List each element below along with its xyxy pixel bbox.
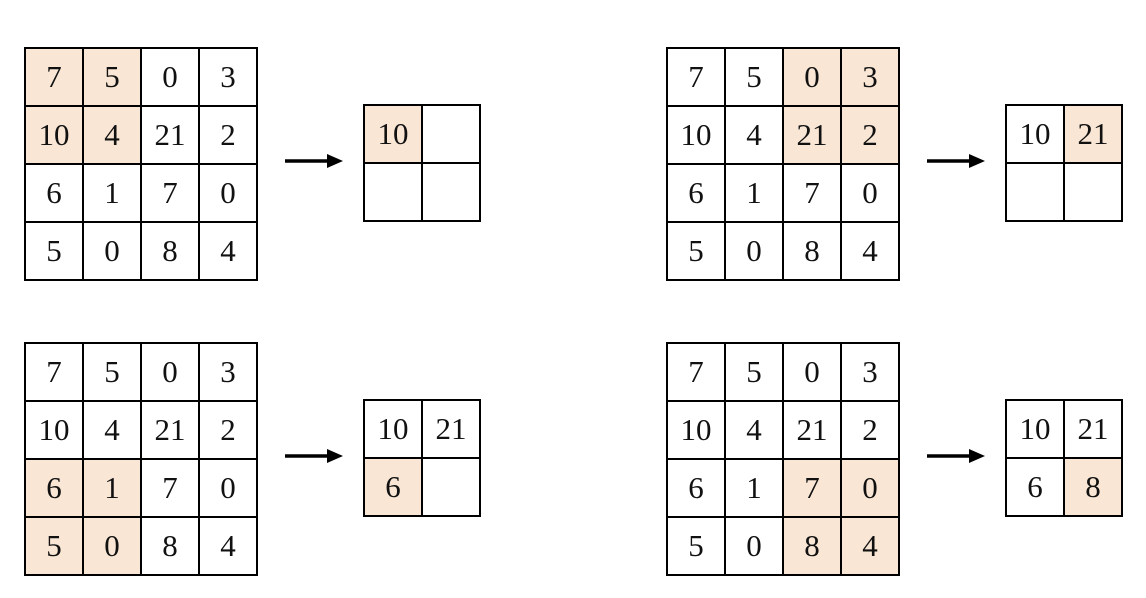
output-cell: 10 [365,106,423,164]
input-cell: 6 [26,165,84,223]
output-cell: 10 [1007,106,1065,164]
input-cell: 7 [26,344,84,402]
output-cell [1065,164,1123,222]
input-cell: 10 [668,402,726,460]
input-cell: 0 [200,460,258,518]
input-cell: 5 [726,344,784,402]
input-cell: 5 [26,518,84,576]
output-cell: 6 [365,459,423,517]
input-cell: 0 [142,49,200,107]
input-cell: 7 [668,49,726,107]
input-cell: 3 [842,344,900,402]
input-cell: 10 [26,107,84,165]
input-cell: 21 [784,402,842,460]
input-cell: 4 [200,223,258,281]
input-cell: 0 [84,223,142,281]
input-cell: 2 [200,107,258,165]
input-cell: 4 [726,107,784,165]
input-cell: 21 [784,107,842,165]
output-cell: 6 [1007,459,1065,517]
input-cell: 2 [842,402,900,460]
input-cell: 0 [726,223,784,281]
input-cell: 1 [726,165,784,223]
input-cell: 1 [84,165,142,223]
input-cell: 7 [784,165,842,223]
input-cell: 4 [726,402,784,460]
input-cell: 5 [726,49,784,107]
input-cell: 10 [668,107,726,165]
input-cell: 0 [842,460,900,518]
input-cell: 4 [84,402,142,460]
input-cell: 0 [784,49,842,107]
input-cell: 1 [84,460,142,518]
output-cell [423,106,481,164]
input-matrix: 7 5 0 3 10 4 21 2 6 1 7 0 5 0 8 4 [24,342,258,576]
input-cell: 4 [842,223,900,281]
input-cell: 7 [668,344,726,402]
pooling-step-3: 7 5 0 3 10 4 21 2 6 1 7 0 5 0 8 4 10 21 … [24,342,484,578]
pooling-step-2: 7 5 0 3 10 4 21 2 6 1 7 0 5 0 8 4 10 21 [666,47,1126,283]
output-cell [423,459,481,517]
input-cell: 0 [142,344,200,402]
input-cell: 7 [142,165,200,223]
input-cell: 3 [842,49,900,107]
input-cell: 6 [668,460,726,518]
input-cell: 2 [842,107,900,165]
input-cell: 3 [200,344,258,402]
input-cell: 6 [26,460,84,518]
pooling-step-4: 7 5 0 3 10 4 21 2 6 1 7 0 5 0 8 4 10 21 … [666,342,1126,578]
input-cell: 0 [84,518,142,576]
output-cell: 21 [1065,401,1123,459]
output-matrix: 10 21 [1005,104,1123,222]
input-cell: 8 [142,518,200,576]
input-cell: 21 [142,402,200,460]
input-cell: 7 [142,460,200,518]
output-matrix: 10 [363,104,481,222]
input-cell: 8 [784,223,842,281]
input-matrix: 7 5 0 3 10 4 21 2 6 1 7 0 5 0 8 4 [24,47,258,281]
input-cell: 0 [726,518,784,576]
input-cell: 5 [84,49,142,107]
output-cell [1007,164,1065,222]
input-cell: 5 [84,344,142,402]
input-cell: 4 [200,518,258,576]
right-arrow-icon [285,449,343,463]
input-cell: 1 [726,460,784,518]
right-arrow-icon [927,449,985,463]
output-matrix: 10 21 6 8 [1005,399,1123,517]
right-arrow-icon [285,154,343,168]
output-cell: 8 [1065,459,1123,517]
output-matrix: 10 21 6 [363,399,481,517]
input-cell: 5 [668,223,726,281]
output-cell: 10 [1007,401,1065,459]
input-matrix: 7 5 0 3 10 4 21 2 6 1 7 0 5 0 8 4 [666,47,900,281]
output-cell: 21 [1065,106,1123,164]
input-cell: 7 [26,49,84,107]
input-cell: 4 [842,518,900,576]
input-cell: 5 [668,518,726,576]
input-cell: 8 [142,223,200,281]
right-arrow-icon [927,154,985,168]
input-cell: 21 [142,107,200,165]
input-cell: 3 [200,49,258,107]
output-cell: 10 [365,401,423,459]
output-cell: 21 [423,401,481,459]
input-cell: 0 [842,165,900,223]
input-cell: 2 [200,402,258,460]
input-cell: 0 [784,344,842,402]
pooling-step-1: 7 5 0 3 10 4 21 2 6 1 7 0 5 0 8 4 10 [24,47,484,283]
input-cell: 5 [26,223,84,281]
input-cell: 0 [200,165,258,223]
output-cell [365,164,423,222]
input-cell: 7 [784,460,842,518]
output-cell [423,164,481,222]
input-matrix: 7 5 0 3 10 4 21 2 6 1 7 0 5 0 8 4 [666,342,900,576]
input-cell: 8 [784,518,842,576]
input-cell: 6 [668,165,726,223]
input-cell: 4 [84,107,142,165]
input-cell: 10 [26,402,84,460]
